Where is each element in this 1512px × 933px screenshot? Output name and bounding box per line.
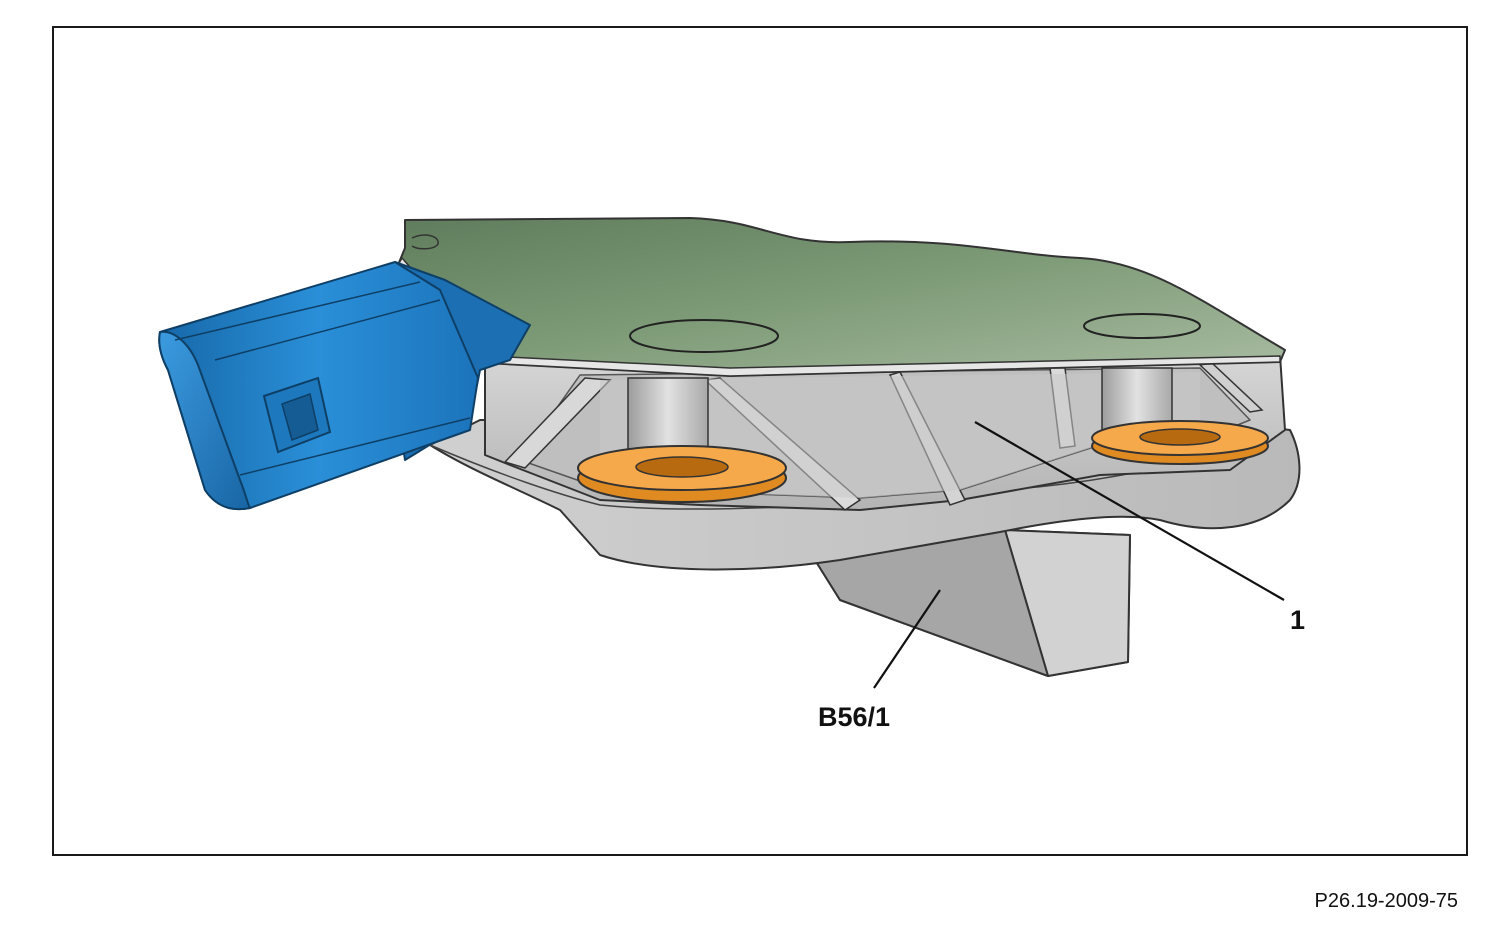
callout-b56-1: B56/1 — [818, 589, 941, 732]
callout-b56-1-label: B56/1 — [818, 702, 890, 732]
mounting-bracket — [809, 529, 1131, 677]
callout-1-label: 1 — [1290, 605, 1305, 635]
diagram-frame — [52, 26, 1468, 856]
cover-plate — [397, 217, 1286, 377]
callout-b56-1-leader — [873, 589, 941, 689]
left-washer — [577, 445, 787, 503]
figure-reference: P26.19-2009-75 — [1314, 890, 1458, 912]
connector-plug — [158, 261, 531, 510]
callout-1-leader — [974, 421, 1285, 601]
right-washer — [1091, 420, 1269, 465]
callout-1: 1 — [974, 421, 1305, 635]
